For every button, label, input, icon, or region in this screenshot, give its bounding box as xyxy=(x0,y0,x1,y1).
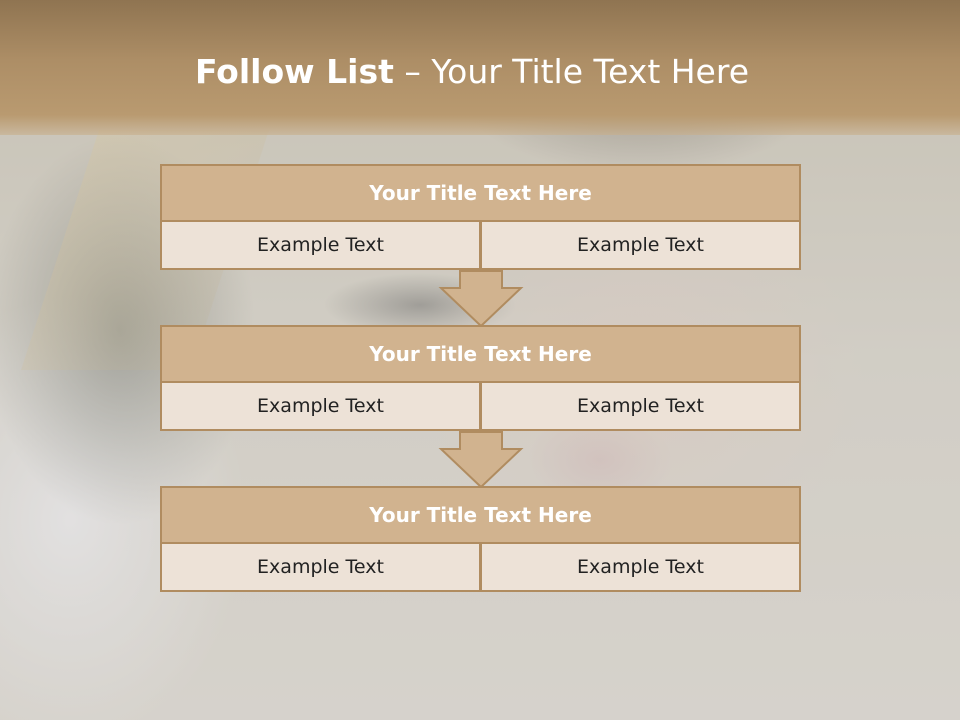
down-arrow-icon xyxy=(438,270,524,328)
step-title-2: Your Title Text Here xyxy=(160,325,801,383)
step-2-left-text: Example Text xyxy=(160,381,481,431)
step-title-1: Your Title Text Here xyxy=(160,164,801,222)
slide-title-bold: Follow List xyxy=(194,52,394,91)
step-2-right-text: Example Text xyxy=(480,381,801,431)
step-3-right-text: Example Text xyxy=(480,542,801,592)
step-3-left-text: Example Text xyxy=(160,542,481,592)
down-arrow-icon xyxy=(438,431,524,489)
title-banner xyxy=(0,0,960,135)
step-1-left-text: Example Text xyxy=(160,220,481,270)
slide-title: Follow List – Your Title Text Here xyxy=(0,52,944,91)
step-1-right-text: Example Text xyxy=(480,220,801,270)
slide-title-rest: – Your Title Text Here xyxy=(404,52,750,91)
step-title-3: Your Title Text Here xyxy=(160,486,801,544)
